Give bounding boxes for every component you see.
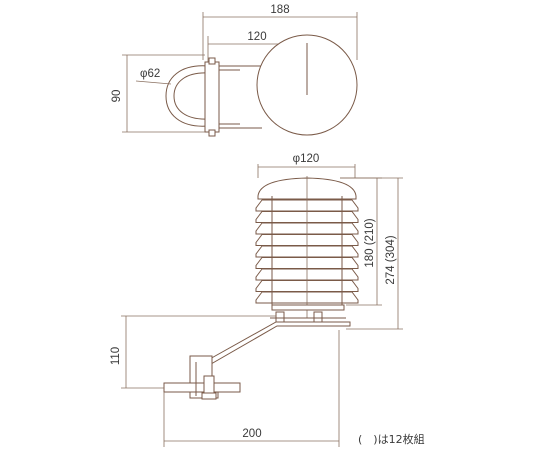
clamp-plate bbox=[204, 61, 220, 133]
label-180: 180 (210) bbox=[364, 218, 376, 267]
label-phi62: φ62 bbox=[140, 68, 160, 80]
pipe-clamp bbox=[165, 65, 209, 127]
shield-base-mount bbox=[270, 304, 346, 325]
label-188: 188 bbox=[270, 4, 289, 16]
dim-overall-width: 188 bbox=[202, 4, 358, 60]
dim-total-height: 274 (304) bbox=[340, 177, 403, 330]
label-90: 90 bbox=[111, 90, 123, 103]
side-view: φ120 274 (304) bbox=[110, 153, 403, 447]
dim-depth: 90 bbox=[111, 54, 205, 133]
dim-bracket-height: 110 bbox=[110, 315, 276, 389]
top-view: 188 120 φ62 90 bbox=[111, 4, 358, 137]
label-200: 200 bbox=[242, 428, 261, 440]
label-120-top: 120 bbox=[247, 31, 266, 43]
dim-bracket-length: 200 bbox=[163, 330, 340, 447]
dim-shield-diameter: φ120 bbox=[257, 153, 356, 178]
dim-shield-offset: 120 bbox=[207, 31, 310, 64]
label-phi120: φ120 bbox=[293, 153, 320, 165]
label-274: 274 (304) bbox=[385, 235, 397, 284]
mounting-arm bbox=[163, 321, 351, 400]
label-110: 110 bbox=[110, 347, 122, 365]
dim-shield-height: 180 (210) bbox=[340, 177, 382, 306]
note-label: ( )は12枚組 bbox=[358, 432, 425, 446]
